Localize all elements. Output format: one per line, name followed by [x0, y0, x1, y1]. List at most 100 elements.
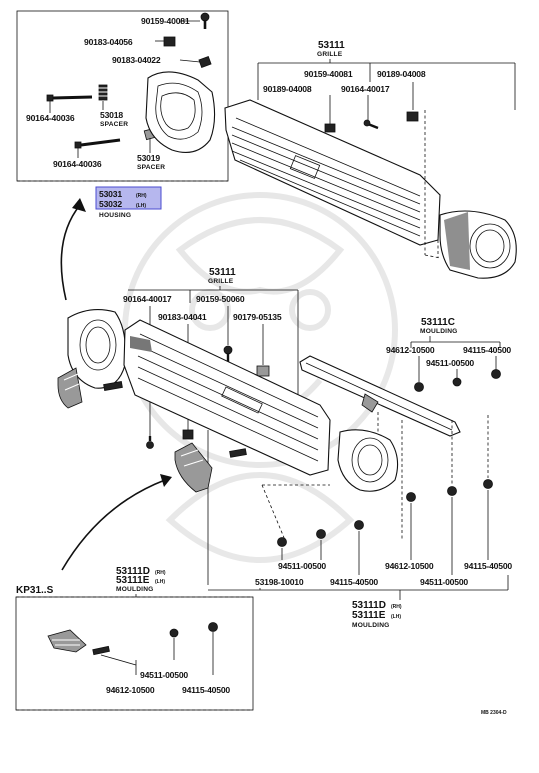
footer-code: MB 2304-D: [481, 710, 507, 716]
label-90183-04022: 90183-04022: [112, 55, 161, 65]
bolt-90164-40036-a-icon: [46, 94, 93, 102]
washer-94511-00500-a-icon: [277, 537, 287, 547]
nut-94511-00500-b-icon: [316, 529, 326, 539]
label-94511-00500-c: 94511-00500: [420, 577, 468, 587]
label-53031: 53031: [99, 189, 122, 199]
label-90189-04008-a: 90189-04008: [263, 84, 312, 94]
lower-right-housing-icon: [337, 412, 399, 492]
moulding-53111c-group: 53111C MOULDING 94612-10500 94115-40500 …: [299, 317, 512, 437]
lower-spacer-icon: [229, 448, 247, 458]
watermark-emblem: [122, 192, 398, 563]
upper-grille-group: 53111 GRILLE 90159-40081 90189-04008 901…: [224, 40, 517, 279]
label-90159-40081-upper: 90159-40081: [304, 69, 353, 79]
label-lh-right: (LH): [391, 614, 401, 620]
label-53198-10010: 53198-10010: [255, 577, 304, 587]
right-housing-icon: [439, 210, 517, 279]
housing-inset-box: 90159-40081 90183-04056 90183-04022 9016…: [16, 10, 229, 182]
label-90159-40081: 90159-40081: [141, 16, 190, 26]
label-spacer-a: SPACER: [100, 121, 128, 128]
label-94612-10500-top: 94612-10500: [386, 345, 435, 355]
clip-90183-04022-icon: [198, 56, 212, 68]
arrow-to-left-housing: [60, 198, 86, 301]
label-lower-53111: 53111: [209, 267, 236, 278]
label-94612-10500-b: 94612-10500: [385, 561, 434, 571]
nut-94612-10500-b-icon: [406, 492, 416, 502]
label-90159-50060: 90159-50060: [196, 294, 245, 304]
lower-moulding-piece-icon: [174, 442, 213, 493]
kp31-spacer-icon: [92, 645, 110, 656]
label-90183-04041: 90183-04041: [158, 312, 207, 322]
label-53111e-right: 53111E: [352, 610, 386, 621]
label-90164-40036-a: 90164-40036: [26, 113, 75, 123]
label-53111e-left: 53111E: [116, 575, 150, 586]
grommet-90189-04008-icon: [406, 111, 419, 122]
label-rh-right: (RH): [391, 604, 402, 610]
moulding-53111c-icon: [299, 355, 461, 437]
label-53111d-left: 53111D: [116, 566, 150, 577]
left-small-spacer-icon: [103, 381, 123, 391]
label-lh-left: (LH): [155, 579, 165, 585]
kp31-washer-icon: [169, 628, 179, 638]
screw-90159-40081-icon: [200, 12, 210, 29]
label-rh-53031: (RH): [136, 193, 147, 199]
nut-94115-40500-top-icon: [491, 369, 501, 379]
arrow-to-lower-moulding: [61, 474, 172, 571]
nut-94612-10500-top-icon: [414, 382, 424, 392]
upper-grille-53111-icon: [224, 99, 441, 246]
left-moulding-piece-icon: [57, 367, 83, 409]
housing-callout[interactable]: 53031 (RH) 53032 (LH) HOUSING: [95, 186, 162, 219]
label-90164-40017-upper: 90164-40017: [341, 84, 390, 94]
label-53111d-right: 53111D: [352, 600, 386, 611]
label-moulding-right: MOULDING: [352, 622, 390, 629]
label-53111c: 53111C: [421, 317, 455, 328]
label-upper-53111: 53111: [318, 40, 345, 51]
kp31-moulding-piece-icon: [47, 629, 87, 653]
guide-lines-right: [261, 415, 489, 541]
kp31-nut-icon: [208, 622, 218, 632]
washer-94511-00500-c-icon: [447, 486, 457, 496]
bottom-right-fasteners: 94511-00500 94612-10500 94115-40500 5319…: [208, 479, 513, 629]
label-94115-40500-top: 94115-40500: [463, 345, 511, 355]
left-moulding-label: 53111D (RH) 53111E (LH) MOULDING: [116, 566, 166, 597]
washer-94511-00500-top-icon: [452, 377, 462, 387]
nut-94115-40500-b-icon: [483, 479, 493, 489]
clip-90189-04008-icon: [324, 123, 336, 133]
housing-53031-icon: [145, 71, 216, 153]
clip-90183-04056-icon: [163, 36, 176, 47]
label-upper-grille: GRILLE: [317, 51, 343, 58]
label-housing: HOUSING: [99, 212, 131, 219]
highlight-53031[interactable]: [95, 186, 162, 210]
screw-90164-40017-icon: [363, 119, 379, 130]
spacer-53018-icon: [98, 84, 108, 101]
label-90179-05135: 90179-05135: [233, 312, 282, 322]
nut-94115-40500-a-icon: [354, 520, 364, 530]
bolt-90164-40036-b-icon: [74, 138, 121, 149]
label-kp31-94612-10500: 94612-10500: [106, 685, 155, 695]
lower-grille-group: 53111 GRILLE 90164-40017 90159-50060 901…: [123, 267, 331, 585]
label-94511-00500-top: 94511-00500: [426, 358, 474, 368]
label-90164-40036-b: 90164-40036: [53, 159, 102, 169]
label-lh-53032: (LH): [136, 203, 146, 209]
label-53019: 53019: [137, 153, 160, 163]
label-90183-04056: 90183-04056: [84, 37, 133, 47]
label-94115-40500-b: 94115-40500: [464, 561, 512, 571]
label-90164-40017-lower: 90164-40017: [123, 294, 172, 304]
clip-90183-04041-icon: [182, 429, 194, 440]
label-53032: 53032: [99, 199, 122, 209]
label-rh-left: (RH): [155, 570, 166, 576]
label-kp31: KP31..S: [16, 585, 54, 596]
label-lower-grille: GRILLE: [208, 278, 234, 285]
label-kp31-94511-00500: 94511-00500: [140, 670, 188, 680]
label-94115-40500-c: 94115-40500: [330, 577, 378, 587]
bolt-90164-40017-lower-icon: [146, 436, 154, 449]
nut-90179-05135-icon: [256, 365, 270, 377]
label-53018: 53018: [100, 110, 123, 120]
label-spacer-b: SPACER: [137, 164, 165, 171]
lower-grille-53111-icon: [123, 319, 331, 476]
kp31-inset-box: KP31..S 94511-00500 94612-10500 94115-40…: [15, 585, 254, 711]
label-moulding-left: MOULDING: [116, 586, 154, 593]
label-moulding-c: MOULDING: [420, 328, 458, 335]
label-kp31-94115-40500: 94115-40500: [182, 685, 230, 695]
